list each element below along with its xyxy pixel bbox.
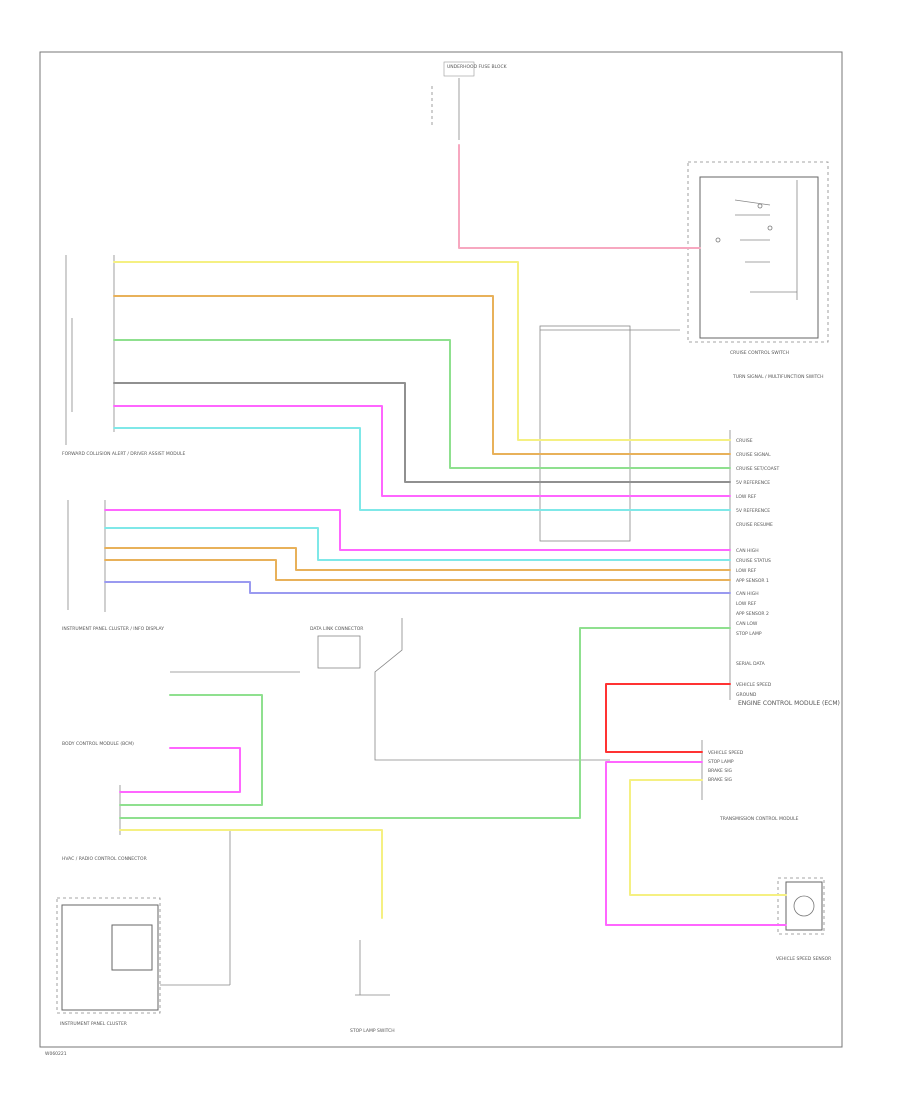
- wire-red-14: [605, 683, 731, 753]
- wire-yellow-19: [119, 829, 383, 919]
- tcm-pin-label: BRAKE SIG: [708, 768, 733, 774]
- cruise-switch-label: CRUISE CONTROL SWITCH: [730, 350, 789, 356]
- wire-gray-5: [113, 382, 731, 483]
- tcm-module: VEHICLE SPEED STOP LAMP BRAKE SIG BRAKE SIG…: [701, 740, 799, 822]
- fuse-block: UNDERHOOD FUSE BLOCK: [431, 61, 508, 140]
- wire-magenta-8: [104, 509, 731, 551]
- ecm-pin-label: GROUND: [736, 692, 757, 698]
- ecm-pin-label: CRUISE SET/COAST: [736, 466, 780, 472]
- wire-purple-12: [104, 581, 731, 594]
- wire-magenta-6: [113, 405, 731, 497]
- ecm-pin-label: CRUISE RESUME: [736, 522, 773, 528]
- tcm-label: TRANSMISSION CONTROL MODULE: [719, 816, 799, 822]
- ground-symbol: [160, 830, 231, 986]
- wire-orange-11: [104, 559, 731, 581]
- ecm-pin-label: CRUISE SIGNAL: [736, 452, 771, 458]
- cruise-control-switch: CRUISE CONTROL SWITCH TURN SIGNAL / MULT…: [687, 161, 829, 380]
- data-link-connector-label: DATA LINK CONNECTOR: [310, 626, 363, 632]
- ecm-pin-label: STOP LAMP: [736, 631, 762, 637]
- diagram-frame: [39, 51, 843, 1048]
- wire-magenta-15: [605, 761, 787, 926]
- ecm-pin-label: CAN HIGH: [736, 591, 759, 597]
- left-middle-module-label: INSTRUMENT PANEL CLUSTER / INFO DISPLAY: [62, 626, 164, 632]
- left-middle-module: INSTRUMENT PANEL CLUSTER / INFO DISPLAY: [62, 500, 164, 632]
- wire-cyan-7: [113, 427, 731, 511]
- wire-orange-10: [104, 547, 731, 571]
- ecm-pin-label: LOW REF: [736, 601, 757, 607]
- wire-layer: [104, 144, 787, 926]
- stop-lamp-switch: STOP LAMP SWITCH: [350, 940, 395, 1034]
- ecm-pin-label: VEHICLE SPEED: [736, 682, 772, 688]
- ecm-pin-label: APP SENSOR 2: [736, 611, 769, 617]
- tcm-pin-label: STOP LAMP: [708, 759, 734, 765]
- wire-green-4: [113, 339, 731, 469]
- lower-connector-label: HVAC / RADIO CONTROL CONNECTOR: [62, 856, 147, 862]
- ecm-pin-label: 5V REFERENCE: [736, 480, 770, 486]
- ecm-module: CRUISE CRUISE SIGNAL CRUISE SET/COAST 5V RE…: [539, 325, 840, 707]
- bcm-label: BODY CONTROL MODULE (BCM): [62, 741, 134, 747]
- data-link-connector: DATA LINK CONNECTOR: [310, 626, 363, 669]
- wire-yellow-2: [113, 261, 731, 441]
- ecm-pin-label: LOW REF: [736, 568, 757, 574]
- ecm-pin-label: SERIAL DATA: [736, 661, 766, 667]
- wire-pink-1: [458, 144, 701, 249]
- ecm-pin-label: 5V REFERENCE: [736, 508, 770, 514]
- ecm-label: ENGINE CONTROL MODULE (ECM): [738, 700, 840, 707]
- wire-green-17: [119, 694, 263, 806]
- ecm-pin-label: APP SENSOR 1: [736, 578, 769, 584]
- instrument-panel-label: INSTRUMENT PANEL CLUSTER: [60, 1021, 127, 1027]
- wire-green-13: [119, 627, 731, 819]
- left-upper-module-label: FORWARD COLLISION ALERT / DRIVER ASSIST …: [62, 451, 186, 457]
- tcm-pin-label: VEHICLE SPEED: [708, 750, 744, 756]
- left-upper-module: FORWARD COLLISION ALERT / DRIVER ASSIST …: [62, 255, 186, 457]
- ecm-pin-label: LOW REF: [736, 494, 757, 500]
- ecm-pin-label: CAN LOW: [736, 621, 758, 627]
- wire-yellow-16: [629, 779, 787, 896]
- bcm-module: BODY CONTROL MODULE (BCM) HVAC / RADIO C…: [62, 741, 147, 862]
- ecm-pin-label: CRUISE STATUS: [736, 558, 771, 564]
- diagram-id: W060221: [45, 1051, 67, 1057]
- tcm-pin-label: BRAKE SIG: [708, 777, 733, 783]
- ecm-pin-label: CRUISE: [736, 438, 753, 444]
- wire-cyan-9: [104, 527, 731, 561]
- wire-orange-3: [113, 295, 731, 455]
- instrument-panel-fuse-block: INSTRUMENT PANEL CLUSTER: [56, 897, 161, 1027]
- vehicle-speed-sensor: VEHICLE SPEED SENSOR: [776, 877, 831, 962]
- wire-magenta-18: [119, 747, 241, 793]
- steering-column-label: TURN SIGNAL / MULTIFUNCTION SWITCH: [732, 374, 824, 380]
- ecm-pin-label: CAN HIGH: [736, 548, 759, 554]
- stop-lamp-switch-label: STOP LAMP SWITCH: [350, 1028, 395, 1034]
- speed-sensor-label: VEHICLE SPEED SENSOR: [776, 956, 831, 962]
- fuse-block-label: UNDERHOOD FUSE BLOCK: [447, 64, 508, 70]
